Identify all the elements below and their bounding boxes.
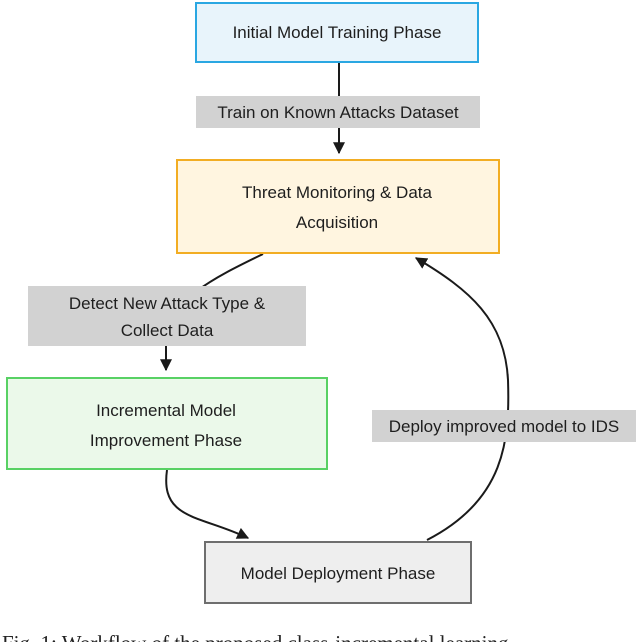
figure-caption: Fig. 1: Workflow of the proposed class-i…: [2, 631, 509, 642]
node-deployment: Model Deployment Phase: [204, 541, 472, 604]
edge-label-detect-line-2: Collect Data: [121, 321, 214, 340]
node-improvement: Incremental Model Improvement Phase: [6, 377, 328, 470]
node-improvement-label-line-1: Incremental Model: [96, 401, 236, 420]
edge-label-train: Train on Known Attacks Dataset: [196, 96, 480, 128]
edge-improvement-to-deployment: [165, 469, 250, 539]
edge-label-train-bg: [196, 96, 480, 128]
node-deployment-label: Model Deployment Phase: [241, 564, 436, 583]
edge-deployment-to-monitoring: [414, 257, 510, 541]
node-monitoring-label-line-1: Threat Monitoring & Data: [242, 183, 432, 202]
edge-label-detect: Detect New Attack Type & Collect Data: [28, 286, 306, 346]
node-monitoring-label-line-2: Acquisition: [296, 213, 378, 232]
node-monitoring-box: [176, 159, 500, 254]
node-training-label: Initial Model Training Phase: [233, 23, 442, 42]
edge-label-deploy-text: Deploy improved model to IDS: [389, 417, 620, 436]
node-training: Initial Model Training Phase: [195, 2, 479, 63]
node-improvement-box: [6, 377, 328, 470]
edge-label-deploy: Deploy improved model to IDS: [372, 410, 636, 442]
edge-label-detect-bg: [28, 286, 306, 346]
edge-label-train-text: Train on Known Attacks Dataset: [217, 103, 459, 122]
edge-label-detect-line-1: Detect New Attack Type &: [69, 294, 266, 313]
edge-label-deploy-bg: [372, 410, 636, 442]
node-improvement-label-line-2: Improvement Phase: [90, 431, 242, 450]
node-monitoring: Threat Monitoring & Data Acquisition: [176, 159, 500, 254]
node-training-box: [195, 2, 479, 63]
node-deployment-box: [204, 541, 472, 604]
